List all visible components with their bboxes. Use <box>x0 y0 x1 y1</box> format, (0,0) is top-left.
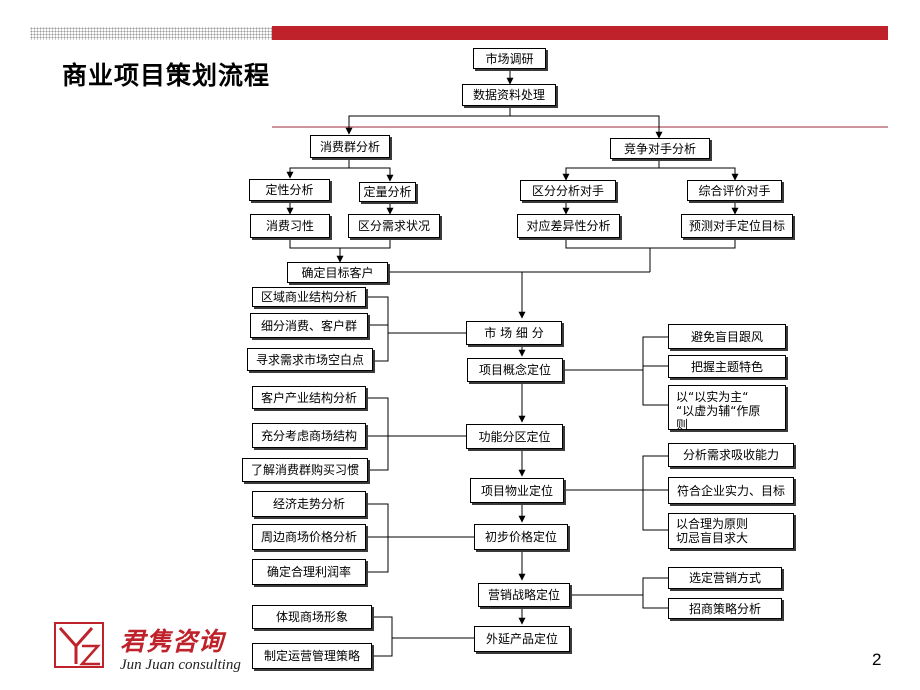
connector <box>345 106 511 135</box>
node-avoid-blind: 避免盲目跟风 <box>668 324 786 349</box>
node-customer-industry: 客户产业结构分析 <box>252 386 366 409</box>
node-zone-demand: 区分需求状况 <box>348 214 440 238</box>
node-shopping-habits: 了解消费群购买习惯 <box>242 458 368 482</box>
connector <box>366 296 389 362</box>
node-property-positioning: 项目物业定位 <box>470 478 564 503</box>
node-regional-structure: 区域商业结构分析 <box>252 287 366 307</box>
node-differentiation: 对应差异性分析 <box>517 214 620 238</box>
header-accent-bar <box>272 26 888 40</box>
node-mall-structure: 充分考虑商场结构 <box>252 423 366 448</box>
node-data-processing: 数据资料处理 <box>462 84 556 106</box>
connector <box>659 167 739 181</box>
company-logo-icon <box>54 622 104 668</box>
node-comprehensive-competitor: 综合评价对手 <box>687 180 782 201</box>
node-mall-image: 体现商场形象 <box>252 605 372 629</box>
node-investment-strategy: 招商策略分析 <box>668 598 782 619</box>
header-dotted-bar <box>30 27 272 40</box>
node-initial-pricing: 初步价格定位 <box>474 524 568 550</box>
node-qualitative-analysis: 定性分析 <box>249 179 330 201</box>
company-logo-english: Jun Juan consulting <box>120 657 241 673</box>
connector <box>366 503 389 573</box>
connector <box>366 397 389 471</box>
node-absorption-analysis: 分析需求吸收能力 <box>668 443 794 467</box>
node-extended-product: 外延产品定位 <box>474 626 570 652</box>
connector <box>510 115 663 139</box>
connector <box>289 238 391 249</box>
connector <box>286 158 350 179</box>
node-operation-strategy: 制定运营管理策略 <box>252 643 372 669</box>
node-practical-principle: 以“以实为主“ “以虚为辅“作原 则 <box>668 385 786 432</box>
connector <box>642 336 668 406</box>
node-consumption-habits: 消费习性 <box>250 214 330 238</box>
connector <box>562 159 660 181</box>
node-reasonable-principle: 以合理为原则 切忌盲目求大 <box>668 513 794 549</box>
node-segment-consumers: 细分消费、客户群 <box>250 313 368 338</box>
node-marketing-strategy: 营销战略定位 <box>478 583 570 607</box>
node-predict-competitor: 预测对手定位目标 <box>681 214 793 238</box>
node-market-research: 市场调研 <box>473 48 546 69</box>
connector <box>642 455 668 531</box>
node-quantitative-analysis: 定量分析 <box>359 182 416 202</box>
node-consumer-analysis: 消费群分析 <box>310 135 390 158</box>
node-functional-zoning: 功能分区定位 <box>466 424 563 449</box>
connector <box>372 616 393 657</box>
company-logo-chinese: 君隽咨询 <box>120 627 225 656</box>
node-competitor-analysis: 竞争对手分析 <box>610 138 710 159</box>
node-grasp-theme: 把握主题特色 <box>668 355 786 378</box>
node-concept-positioning: 项目概念定位 <box>467 358 563 382</box>
node-fit-strength: 符合企业实力、目标 <box>668 477 794 504</box>
node-select-marketing: 选定营销方式 <box>668 567 782 589</box>
node-market-segmentation: 市 场 细 分 <box>466 321 562 345</box>
node-surrounding-prices: 周边商场价格分析 <box>252 524 366 550</box>
connector <box>642 577 668 609</box>
page-title: 商业项目策划流程 <box>62 61 271 90</box>
node-market-gaps: 寻求需求市场空白点 <box>247 348 373 371</box>
connector <box>349 167 394 182</box>
page-number: 2 <box>872 650 882 669</box>
node-target-customer: 确定目标客户 <box>287 262 388 283</box>
node-zone-competitor: 区分分析对手 <box>520 180 616 201</box>
connector <box>565 238 736 249</box>
node-reasonable-profit: 确定合理利润率 <box>252 559 366 585</box>
node-economic-trend: 经济走势分析 <box>252 491 366 517</box>
